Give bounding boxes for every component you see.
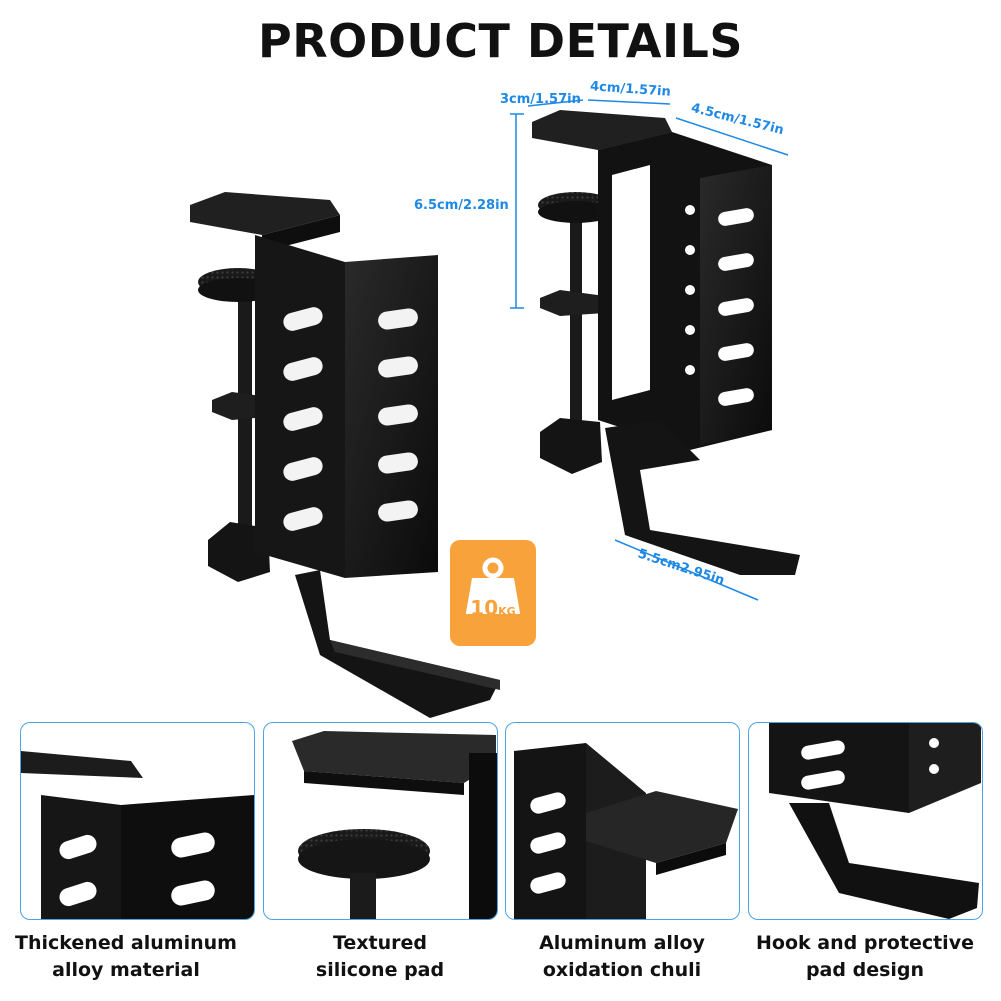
- feature-panel-4: [748, 722, 983, 920]
- weight-icon: [465, 557, 521, 614]
- knob: [208, 522, 270, 582]
- feature-panel-3: [505, 722, 740, 920]
- top-plate: [190, 192, 340, 235]
- weight-badge: 10KG: [450, 540, 536, 646]
- dimension-lines: [510, 99, 789, 601]
- back-panel: [255, 235, 345, 578]
- hook: [295, 570, 500, 718]
- dim-height: 6.5cm/2.28in: [414, 198, 509, 213]
- page-title: PRODUCT DETAILS: [258, 14, 743, 68]
- right-bracket: [532, 110, 800, 575]
- weight-label: 10KG: [470, 596, 516, 620]
- feature-panel-1: [20, 722, 255, 920]
- left-bracket: [190, 192, 500, 718]
- product-illustration: [190, 99, 800, 718]
- feature-panel-2: [263, 722, 498, 920]
- dim-top-depth: 3cm/1.57in: [500, 92, 581, 107]
